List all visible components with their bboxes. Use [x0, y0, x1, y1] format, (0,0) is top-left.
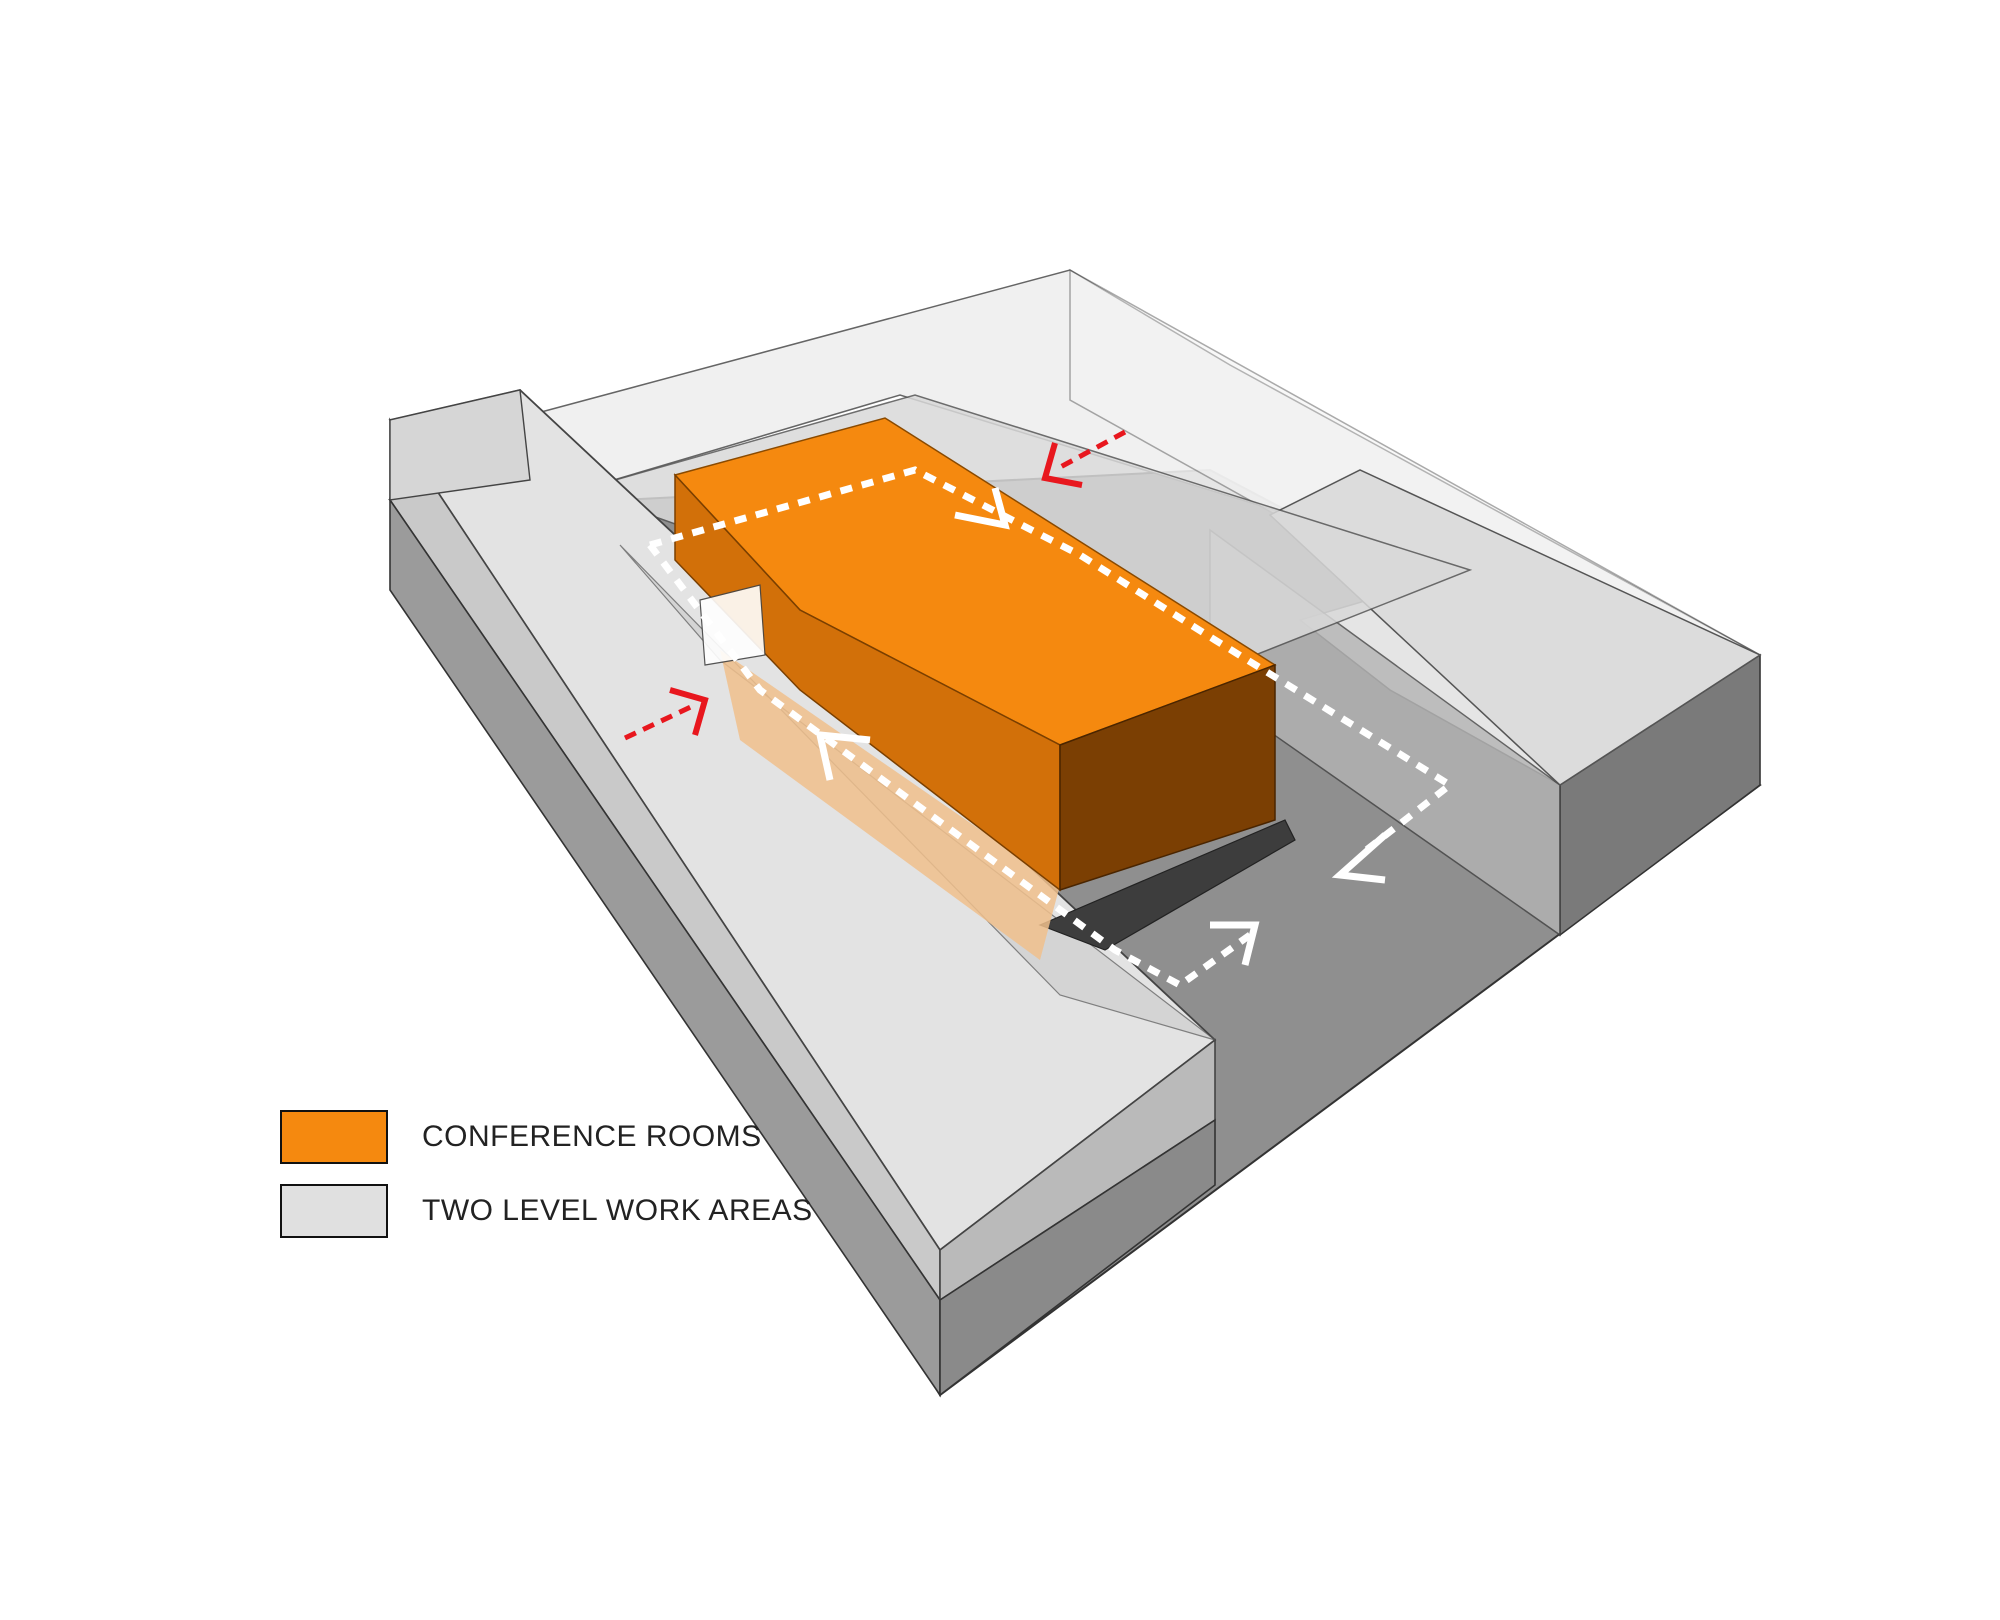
- conference-block-end: [1059, 663, 1276, 892]
- left-wing-end-lower: [939, 1118, 1216, 1397]
- circulation-path: [649, 466, 1457, 858]
- circulation-arrow-icon: [954, 487, 1010, 530]
- floor-opening: [1038, 819, 1296, 951]
- legend-swatch-work-areas: [280, 1184, 388, 1238]
- circulation-path-lower: [647, 542, 1253, 990]
- circulation-arrow-icon: [1210, 921, 1260, 966]
- entry-arrow-left-head-icon: [669, 687, 709, 736]
- legend-item-conference: CONFERENCE ROOMS: [280, 1110, 800, 1170]
- entry-arrow-top-head-icon: [1041, 442, 1083, 488]
- circulation-arrow-icon: [815, 731, 871, 781]
- legend-label-conference: CONFERENCE ROOMS: [422, 1120, 762, 1153]
- circulation-arrow-icon: [1331, 832, 1388, 884]
- conference-block-shadow: [720, 650, 1060, 960]
- legend-item-work-areas: TWO LEVEL WORK AREAS: [280, 1184, 812, 1244]
- conference-block-cutout: [699, 584, 766, 666]
- entry-arrow-left: [623, 702, 697, 741]
- entry-arrow-top: [1053, 429, 1127, 473]
- left-wing-corner-post: [389, 389, 531, 501]
- legend-swatch-conference: [280, 1110, 388, 1164]
- legend-label-work-areas: TWO LEVEL WORK AREAS: [422, 1194, 813, 1227]
